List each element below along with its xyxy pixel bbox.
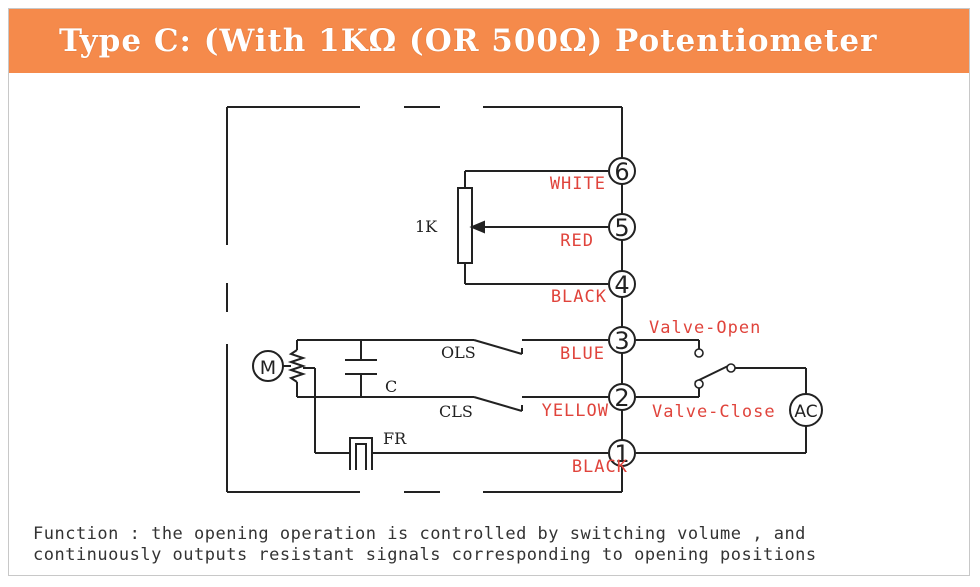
ac-label: AC	[794, 402, 817, 422]
function-line-2: continuously outputs resistant signals c…	[33, 545, 817, 565]
ols-switch-blade	[473, 339, 523, 355]
fr-label: FR	[383, 429, 407, 448]
terminal-2-number: 2	[614, 384, 629, 412]
terminal-4	[608, 270, 636, 298]
motor: M	[252, 350, 284, 382]
valve-open-label: Valve-Open	[649, 318, 761, 338]
terminal-1-number: 1	[614, 440, 629, 468]
valve-switch-blade	[694, 365, 729, 383]
potentiometer-body	[457, 187, 473, 264]
terminal-3	[608, 326, 636, 354]
valve-close-contact	[694, 379, 704, 389]
terminal-4-number: 4	[614, 271, 629, 299]
motor-winding	[287, 349, 307, 383]
valve-close-label: Valve-Close	[652, 402, 776, 422]
diagram-frame	[8, 8, 970, 576]
terminal-3-number: 3	[614, 327, 629, 355]
terminal-6-number: 6	[614, 158, 629, 186]
ac-source: AC	[789, 393, 823, 427]
valve-common-contact	[726, 363, 736, 373]
wire-label-blue: BLUE	[560, 344, 605, 364]
motor-label: M	[260, 357, 276, 379]
enclosure-outline	[226, 106, 622, 493]
page-title: Type C: (With 1KΩ (OR 500Ω) Potentiomete…	[9, 9, 969, 73]
terminal-1	[608, 439, 636, 467]
wire-label-yellow: YELLOW	[542, 401, 609, 421]
wiper-arrow	[469, 220, 485, 234]
wire-label-red: RED	[560, 231, 594, 251]
valve-open-contact	[694, 348, 704, 358]
terminal-2	[608, 383, 636, 411]
terminal-5-number: 5	[614, 214, 629, 242]
potentiometer-label: 1K	[415, 217, 438, 236]
function-description: Function : the opening operation is cont…	[33, 524, 817, 566]
wire-label-black-1: BLACK	[572, 457, 628, 477]
terminal-6	[608, 157, 636, 185]
capacitor-label: C	[385, 377, 397, 396]
ols-label: OLS	[441, 343, 476, 362]
function-line-1: Function : the opening operation is cont…	[33, 524, 806, 544]
cls-switch-blade	[473, 396, 523, 412]
terminal-5	[608, 213, 636, 241]
wire-label-white: WHITE	[550, 174, 606, 194]
cls-label: CLS	[439, 402, 473, 421]
wire-label-black-4: BLACK	[551, 287, 607, 307]
fr-protector	[349, 437, 373, 470]
